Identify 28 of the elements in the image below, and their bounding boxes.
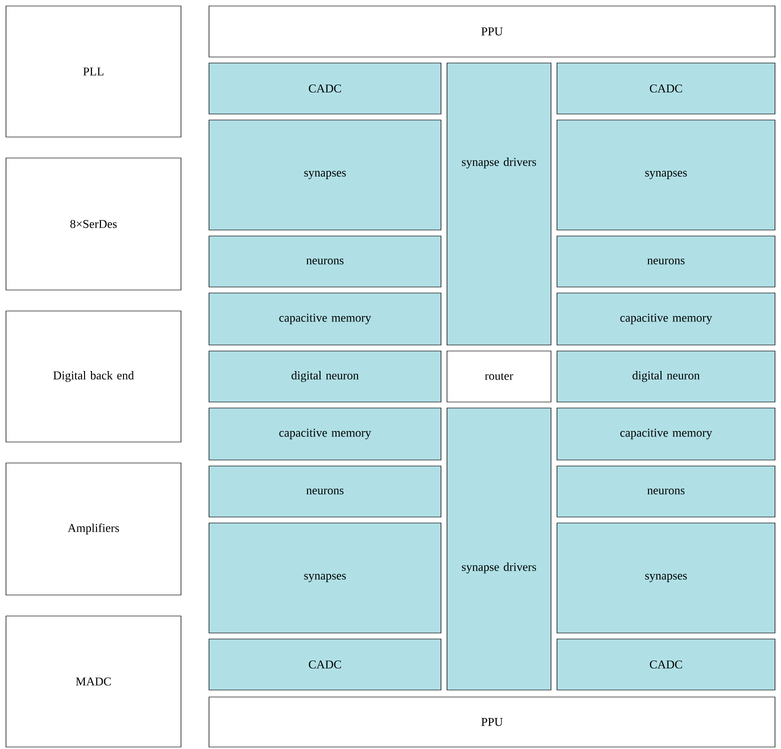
chip-block: capacitive memory — [556, 408, 776, 460]
chip-block: digital neuron — [556, 350, 776, 402]
chip-block: neurons — [556, 236, 776, 288]
chip-block: Amplifiers — [6, 462, 182, 596]
chip-block: neurons — [208, 466, 442, 518]
chip-block: capacitive memory — [556, 292, 776, 346]
chip-block: CADC — [556, 638, 776, 690]
chip-block: synapses — [208, 120, 442, 230]
chip-block: synapses — [208, 522, 442, 634]
chip-block: synapses — [556, 522, 776, 634]
chip-block: MADC — [6, 616, 182, 748]
chip-block: neurons — [556, 466, 776, 518]
router-block: router — [446, 350, 552, 402]
chip-block: CADC — [208, 62, 442, 114]
driver-block: synapse drivers — [446, 408, 552, 690]
chip-block: PLL — [6, 6, 182, 138]
chip-block: capacitive memory — [208, 292, 442, 346]
chip-block: capacitive memory — [208, 408, 442, 460]
chip-block: Digital back end — [6, 310, 182, 442]
chip-block: synapses — [556, 120, 776, 230]
chip-block: digital neuron — [208, 350, 442, 402]
chip-block: PPU — [208, 6, 776, 58]
chip-block: CADC — [556, 62, 776, 114]
chip-block: PPU — [208, 696, 776, 748]
chip-block: CADC — [208, 638, 442, 690]
driver-block: synapse drivers — [446, 62, 552, 346]
chip-block: 8×SerDes — [6, 158, 182, 290]
chip-block: neurons — [208, 236, 442, 288]
